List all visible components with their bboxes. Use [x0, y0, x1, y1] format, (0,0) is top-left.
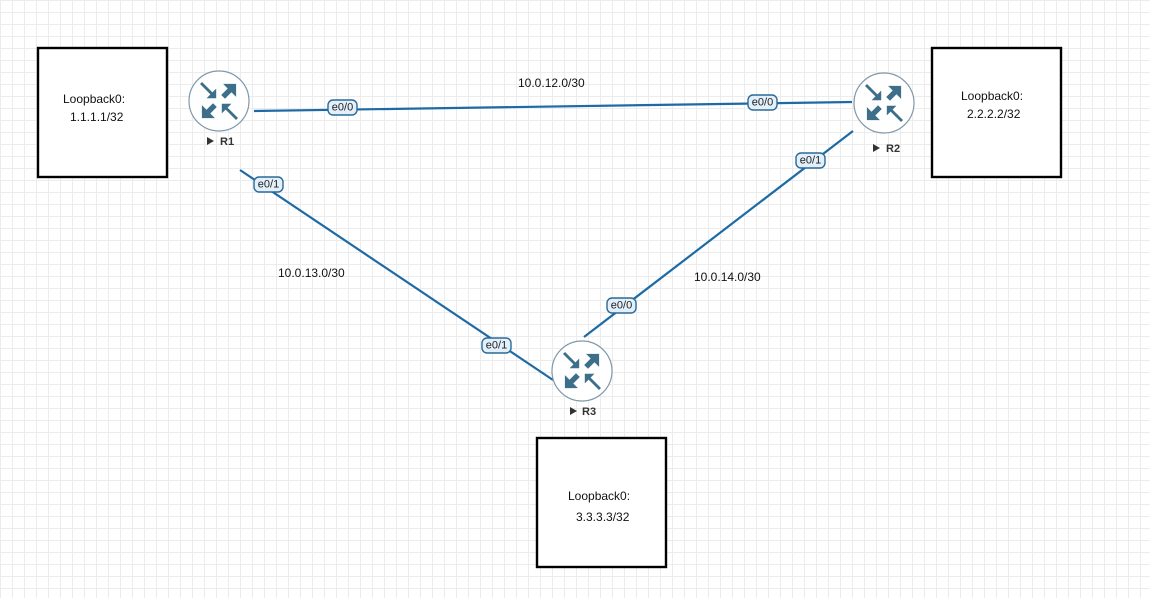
loopback-address: 3.3.3.3/32	[576, 510, 630, 524]
subnet-label-r1-r3: 10.0.13.0/30	[278, 266, 345, 280]
play-icon	[207, 137, 214, 145]
subnet-label-r2-r3: 10.0.14.0/30	[694, 270, 761, 284]
port-r3-e0-1[interactable]: e0/1	[481, 337, 512, 354]
loopback-title: Loopback0:	[568, 489, 630, 503]
port-label: e0/0	[611, 300, 632, 312]
port-label: e0/0	[752, 97, 773, 109]
port-label: e0/1	[258, 179, 279, 191]
loopback-address: 1.1.1.1/32	[70, 110, 124, 124]
subnet-label-r1-r2: 10.0.12.0/30	[518, 76, 585, 90]
play-icon	[873, 144, 880, 152]
port-label: e0/0	[332, 102, 353, 114]
loopback-title: Loopback0:	[961, 89, 1023, 103]
port-r1-e0-0[interactable]: e0/0	[327, 99, 358, 116]
loopback-title: Loopback0:	[63, 92, 125, 106]
loopback-address: 2.2.2.2/32	[967, 107, 1021, 121]
play-icon	[570, 407, 577, 415]
port-r2-e0-1[interactable]: e0/1	[795, 152, 826, 169]
router-label: R2	[886, 143, 900, 155]
loopback-box-r1[interactable]: Loopback0: 1.1.1.1/32	[36, 46, 169, 179]
port-label: e0/1	[486, 340, 507, 352]
router-r2[interactable]: R2	[853, 72, 915, 155]
port-r3-e0-0[interactable]: e0/0	[606, 297, 637, 314]
loopback-box-r3[interactable]: Loopback0: 3.3.3.3/32	[535, 436, 668, 569]
router-icon	[551, 340, 613, 402]
port-r2-e0-0[interactable]: e0/0	[747, 94, 778, 111]
router-label: R3	[582, 406, 596, 418]
loopback-box-r2[interactable]: Loopback0: 2.2.2.2/32	[930, 46, 1063, 179]
router-icon	[188, 70, 250, 132]
router-label: R1	[220, 136, 234, 148]
router-icon	[853, 72, 915, 134]
port-r1-e0-1[interactable]: e0/1	[253, 176, 284, 193]
router-r1[interactable]: R1	[188, 70, 250, 148]
router-r3[interactable]: R3	[551, 340, 613, 418]
port-label: e0/1	[800, 155, 821, 167]
